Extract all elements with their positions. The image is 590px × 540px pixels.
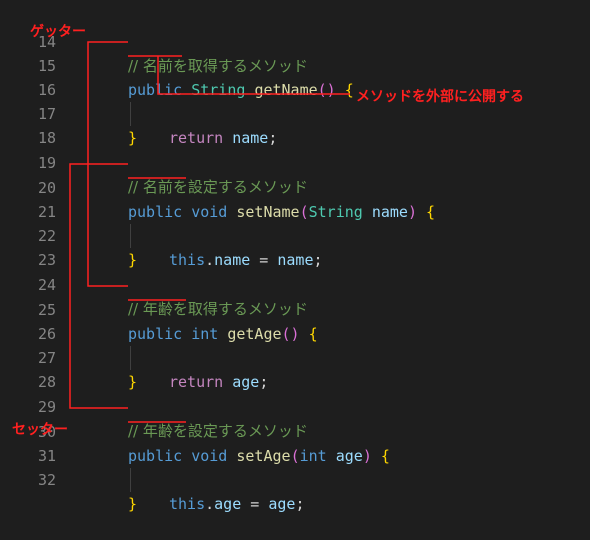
line-number: 24 — [37, 276, 56, 294]
code-comment: // 名前を設定するメソッド — [128, 178, 308, 196]
code-comment: // 年齢を設定するメソッド — [128, 422, 308, 440]
code-line[interactable]: 32 } — [0, 444, 590, 513]
code-line[interactable]: 21 this.name = name; — [0, 176, 590, 269]
code-line[interactable]: 14 // 名前を取得するメソッド — [0, 6, 590, 75]
indent-guide — [130, 346, 131, 370]
code-line[interactable]: 30 public void setAge(int age) { — [0, 396, 590, 465]
line-number: 29 — [37, 398, 56, 416]
code-text: this.name = name; — [169, 251, 323, 269]
line-number: 32 — [37, 471, 56, 489]
code-text: return name; — [169, 129, 278, 147]
line-number: 15 — [37, 57, 56, 75]
line-number: 28 — [37, 373, 56, 391]
code-text: public void setName(String name) { — [128, 203, 436, 221]
code-text: public void setAge(int age) { — [128, 447, 390, 465]
code-comment: // 年齢を取得するメソッド — [128, 300, 308, 318]
code-line[interactable]: 29 // 年齢を設定するメソッド — [0, 371, 590, 440]
line-number: 23 — [37, 251, 56, 269]
line-number: 16 — [37, 81, 56, 99]
line-number: 22 — [37, 227, 56, 245]
code-line[interactable]: 24 // 年齢を取得するメソッド — [0, 249, 590, 318]
line-number: 18 — [37, 129, 56, 147]
code-line[interactable]: 26 return age; — [0, 298, 590, 391]
code-line[interactable]: 18 — [0, 102, 590, 147]
setter-label: セッター — [12, 422, 68, 438]
code-line[interactable]: 28 — [0, 346, 590, 391]
line-number: 19 — [37, 154, 56, 172]
code-editor[interactable]: 14 // 名前を取得するメソッド 15 public String getNa… — [0, 0, 590, 513]
line-number: 14 — [37, 33, 56, 51]
code-text: } — [128, 129, 138, 147]
code-text: public int getAge() { — [128, 325, 318, 343]
code-line[interactable]: 20 public void setName(String name) { — [0, 152, 590, 221]
code-text: } — [128, 373, 138, 391]
code-text: } — [128, 495, 138, 513]
line-number: 21 — [37, 203, 56, 221]
line-number: 25 — [37, 301, 56, 319]
line-number: 17 — [37, 105, 56, 123]
line-number: 31 — [37, 447, 56, 465]
indent-guide — [130, 102, 131, 126]
code-text: this.age = age; — [169, 495, 305, 513]
code-line[interactable]: 17 } — [0, 78, 590, 147]
code-line[interactable]: 15 public String getName() { — [0, 30, 590, 99]
code-line[interactable]: 16 return name; — [0, 54, 590, 147]
indent-guide — [130, 468, 131, 492]
code-line[interactable]: 22 } — [0, 200, 590, 269]
code-line[interactable]: 23 — [0, 224, 590, 269]
line-number: 27 — [37, 349, 56, 367]
line-number: 26 — [37, 325, 56, 343]
getter-label: ゲッター — [30, 24, 86, 40]
line-number: 30 — [37, 423, 56, 441]
code-line[interactable]: 27 } — [0, 322, 590, 391]
code-line[interactable]: 25 public int getAge() { — [0, 274, 590, 343]
line-number: 20 — [37, 179, 56, 197]
code-line[interactable]: 19 // 名前を設定するメソッド — [0, 127, 590, 196]
code-text: } — [128, 251, 138, 269]
public-method-label: メソッドを外部に公開する — [356, 89, 524, 105]
code-text: return age; — [169, 373, 269, 391]
indent-guide — [130, 224, 131, 248]
code-line[interactable]: 31 this.age = age; — [0, 420, 590, 513]
